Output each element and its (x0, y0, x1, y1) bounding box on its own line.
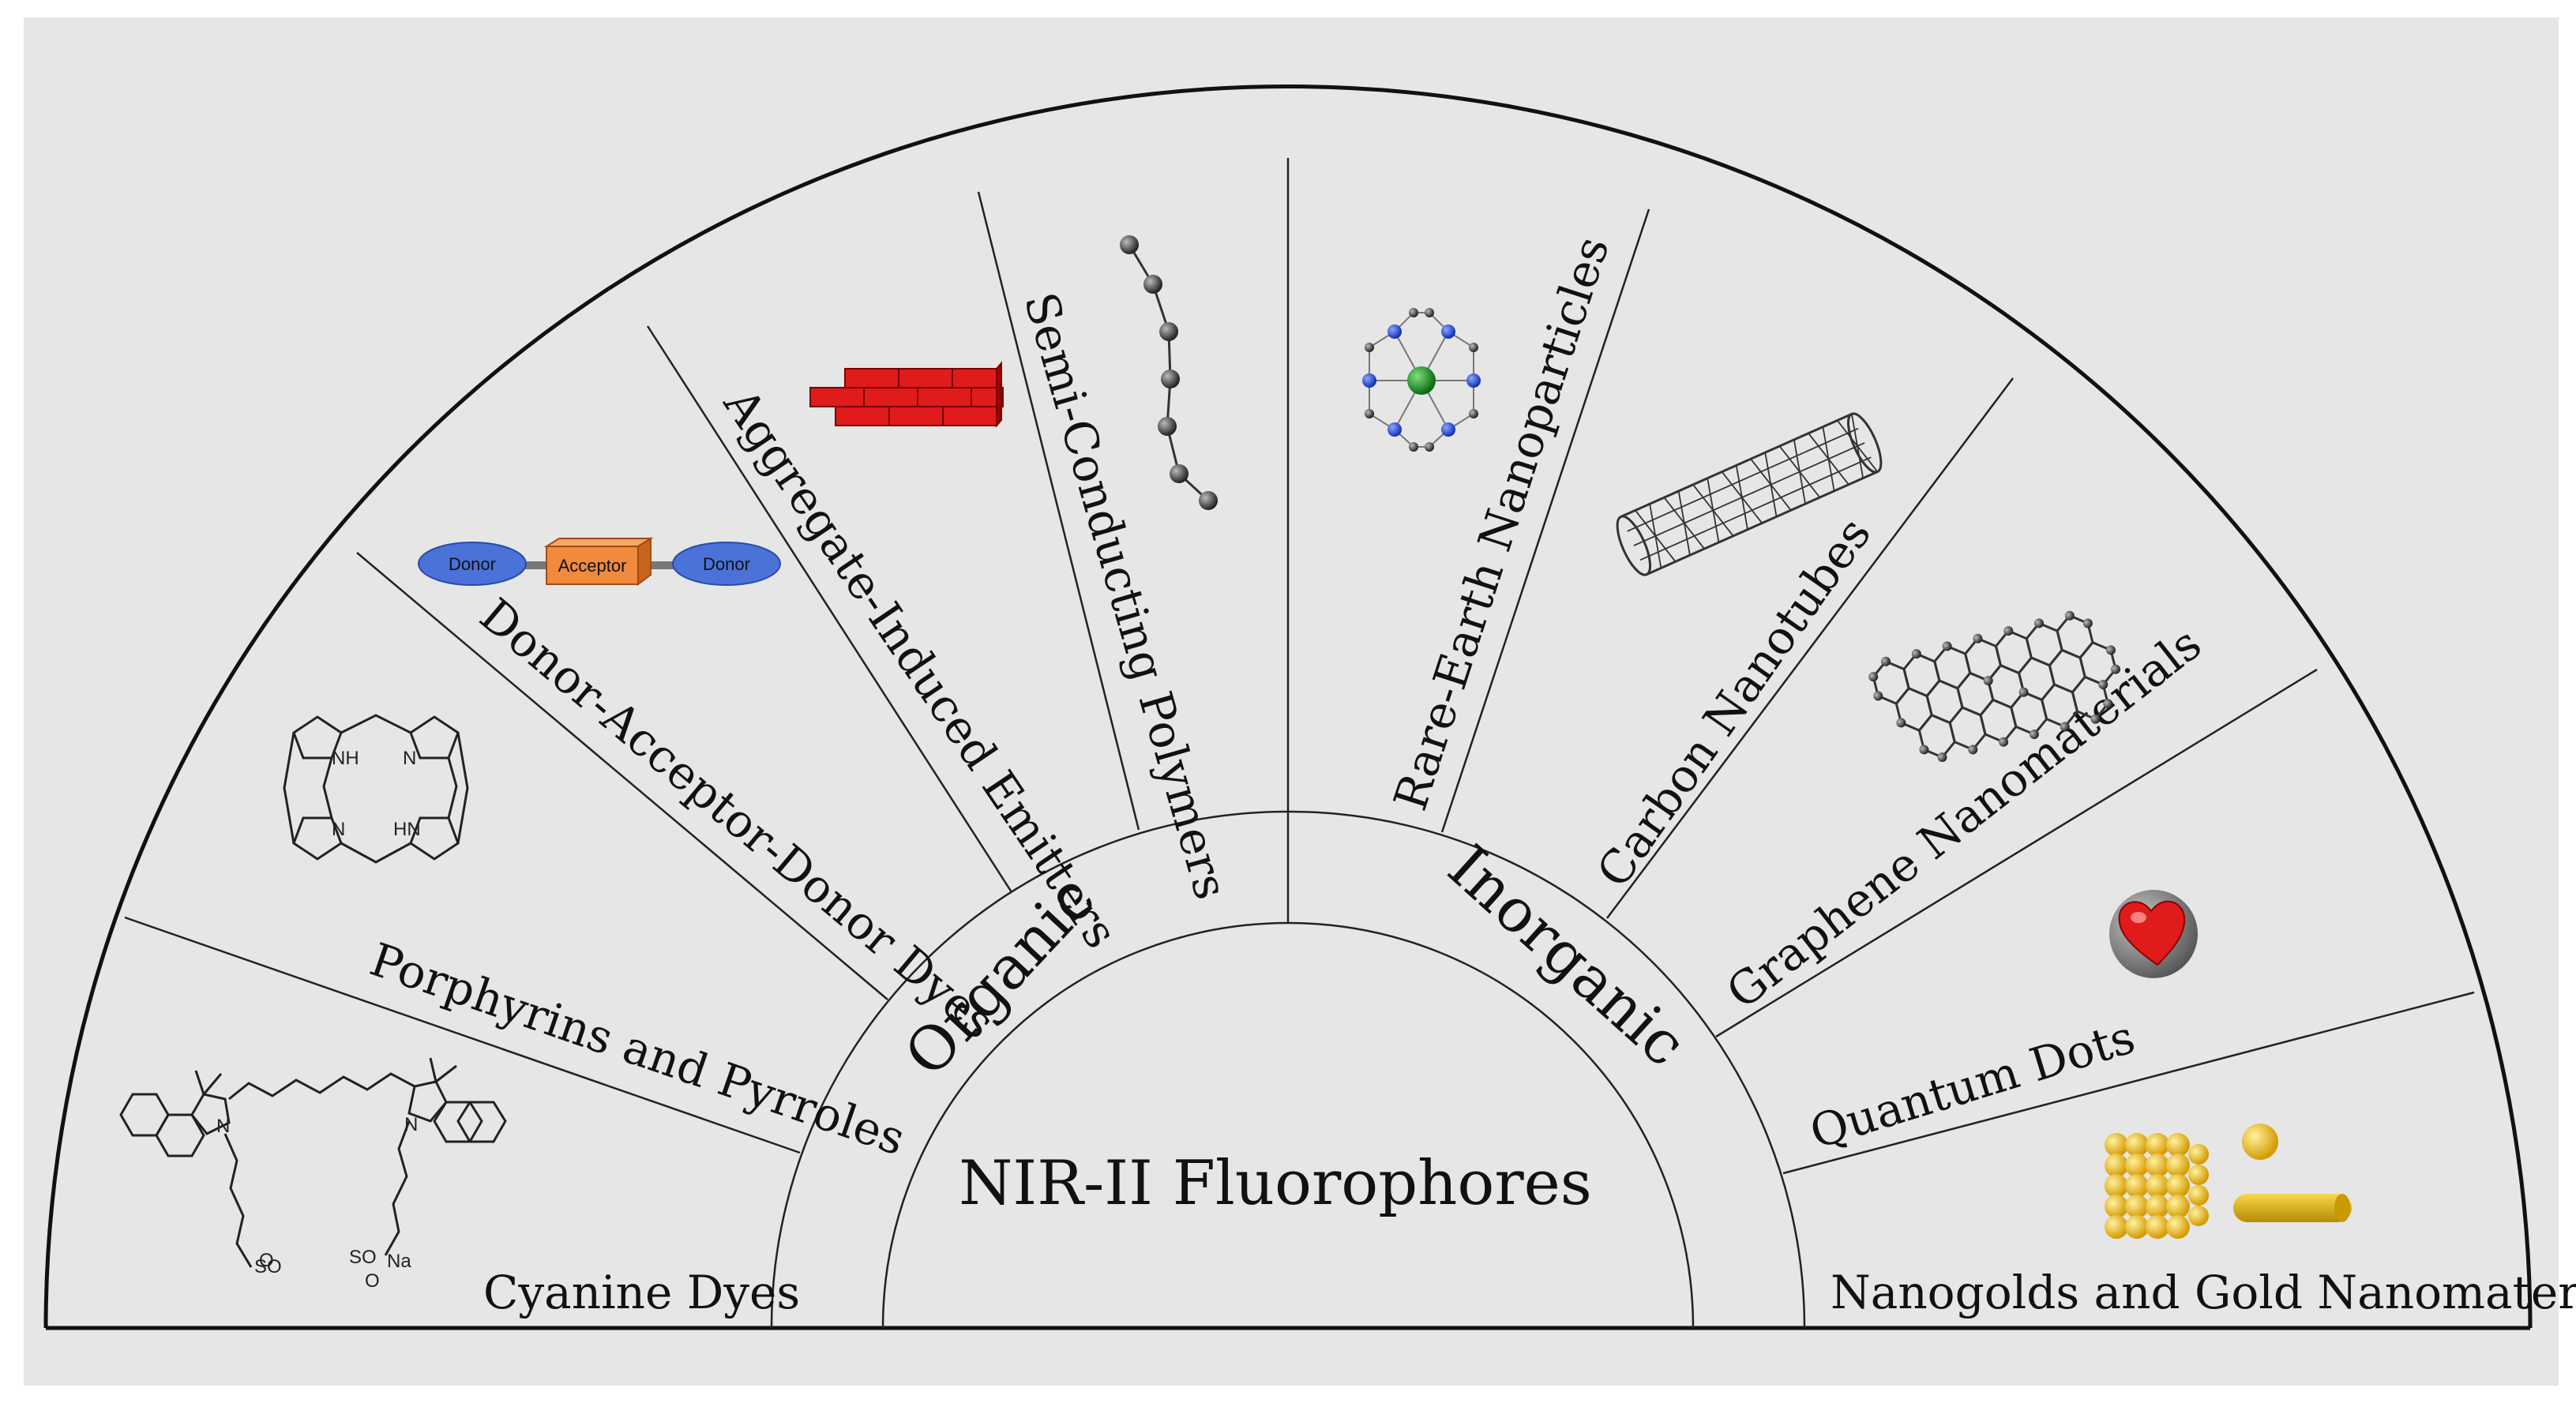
brick-wall-icon (809, 361, 1004, 428)
divider-dad-aie (646, 325, 1013, 893)
divider-cnt-graphene (1606, 377, 2014, 919)
cyanine-o-right: O (365, 1270, 380, 1292)
donor-acceptor-donor-icon: Donor Acceptor Donor (418, 537, 781, 586)
label-nanogolds: Nanogolds and Gold Nanomaterials (1831, 1266, 2576, 1319)
quantum-dot-icon (2109, 890, 2198, 978)
cyanine-so3-left: SO (254, 1256, 282, 1277)
diagram-title: NIR-II Fluorophores (959, 1148, 1592, 1219)
cyanine-o-left: O (259, 1250, 274, 1271)
divider-cyanine-porphyrin (124, 916, 801, 1154)
rare-earth-complex-icon (1362, 308, 1481, 452)
cyanine-structure-icon: N SO O N SO O Na (119, 1057, 507, 1292)
gold-nanomaterials-icon (2105, 1124, 2352, 1239)
cyanine-n-left: N (216, 1116, 230, 1137)
porphyrin-n-bottom: N (332, 819, 345, 840)
divider-qd-gold (1782, 991, 2475, 1175)
label-cyanine-dyes: Cyanine Dyes (483, 1266, 800, 1319)
divider-aie-polymer (977, 191, 1140, 831)
porphyrin-hn: HN (393, 819, 421, 840)
polymer-chain-icon (1120, 235, 1218, 510)
donor-right-label: Donor (703, 554, 750, 574)
cyanine-na: Na (387, 1251, 411, 1272)
acceptor-label: Acceptor (558, 556, 627, 576)
cyanine-n-right: N (404, 1114, 418, 1135)
porphyrin-nh: NH (332, 748, 359, 769)
donor-left-label: Donor (449, 554, 496, 574)
divider-rareearth-cnt (1440, 208, 1650, 833)
porphyrin-n-top: N (403, 748, 416, 769)
outer-arc (43, 84, 2533, 1329)
divider-porphyrin-dad (356, 552, 888, 1000)
divider-graphene-qd (1715, 668, 2318, 1038)
porphyrin-structure-icon: NH N N HN (283, 714, 469, 864)
graphene-sheet-icon (1868, 610, 2121, 763)
carbon-nanotube-icon (1616, 412, 1883, 576)
cyanine-so3-right: SO (349, 1247, 377, 1268)
